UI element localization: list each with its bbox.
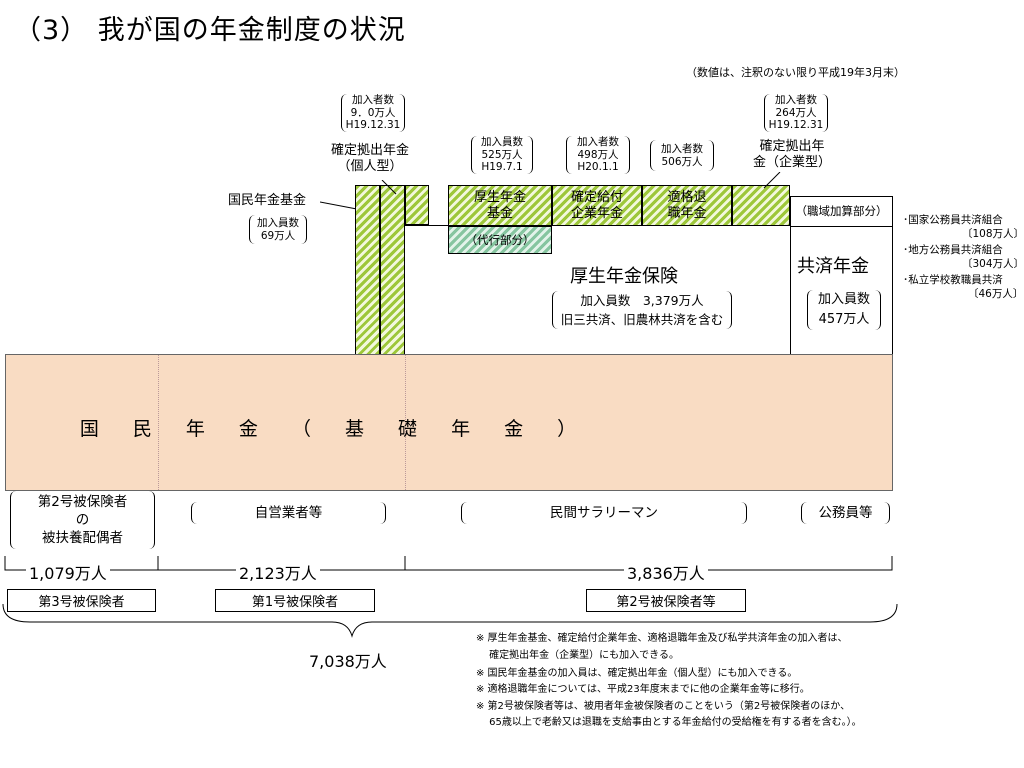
kakutei-kyufu-label: 確定給付企業年金 bbox=[570, 189, 623, 221]
data-date-note: （数値は、注釈のない限り平成19年3月末） bbox=[686, 66, 905, 79]
category-dai2: 第2号被保険者等 bbox=[586, 589, 746, 612]
kosei-hoken-label: 厚生年金保険 bbox=[570, 266, 678, 287]
tekikaku-box bbox=[642, 185, 732, 226]
total-brace bbox=[2, 603, 898, 638]
kosei-kikin-label: 厚生年金基金 bbox=[473, 189, 526, 221]
category-dai3: 第3号被保険者 bbox=[7, 589, 156, 612]
side-chiho-count: 〔304万人〕 bbox=[962, 258, 1024, 270]
footnote-4b: 65歳以上で老齢又は退職を支給事由とする年金給付の受給権を有する者を含む。）。 bbox=[476, 717, 862, 728]
kosei-hoken-edge bbox=[404, 225, 450, 226]
kokumin-divider-2 bbox=[405, 355, 407, 490]
daiko-box bbox=[448, 226, 552, 254]
kakutei-kigyo-box bbox=[732, 185, 790, 226]
kyosai-divider bbox=[790, 226, 893, 227]
category-dai1: 第1号被保険者 bbox=[215, 589, 375, 612]
count-brackets bbox=[4, 556, 893, 571]
daiko-label: （代行部分） bbox=[465, 233, 535, 247]
footnote-3: ※ 適格退職年金については、平成23年度末までに他の企業年金等に移行。 bbox=[476, 684, 810, 695]
kokumin-kikin-column bbox=[355, 185, 380, 355]
group-dai3-desc: 第2号被保険者の被扶養配偶者 bbox=[10, 491, 155, 549]
count-dai2: 3,836万人 bbox=[624, 560, 708, 584]
count-total: 7,038万人 bbox=[306, 648, 390, 672]
kokumin-divider-1 bbox=[158, 355, 160, 490]
count-dai3: 1,079万人 bbox=[26, 560, 110, 584]
group-salary: 民間サラリーマン bbox=[461, 502, 747, 524]
kakutei-kojin-pointer bbox=[381, 180, 397, 195]
kyosai-label: 共済年金 bbox=[797, 256, 869, 277]
kosei-hoken-members: 加入員数 3,379万人旧三共済、旧農林共済を含む bbox=[552, 291, 732, 329]
side-chiho: ･地方公務員共済組合 bbox=[903, 244, 1003, 256]
tekikaku-label: 適格退職年金 bbox=[667, 189, 707, 221]
kosei-kikin-box bbox=[448, 185, 552, 226]
group-komuin: 公務員等 bbox=[801, 502, 890, 524]
count-dai1: 2,123万人 bbox=[236, 560, 320, 584]
footnote-2: ※ 国民年金基金の加入員は、確定拠出年金（個人型）にも加入できる。 bbox=[476, 668, 798, 679]
side-kokka: ･国家公務員共済組合 bbox=[903, 214, 1003, 226]
page-title: （3） 我が国の年金制度の状況 bbox=[14, 15, 406, 46]
kokumin-kikin-label: 国民年金基金 bbox=[228, 193, 307, 208]
footnote-1: ※ 厚生年金基金、確定給付企業年金、適格退職年金及び私学共済年金の加入者は、 bbox=[476, 633, 848, 644]
kakutei-kigyo-pointer bbox=[763, 172, 781, 189]
footnote-1b: 確定拠出年金（企業型）にも加入できる。 bbox=[476, 650, 679, 661]
kyosai-shokuiki: （職域加算部分） bbox=[795, 204, 888, 218]
kakutei-kigyo-label: 確定拠出年金（企業型） bbox=[752, 139, 831, 170]
kakutei-kojin-label: 確定拠出年金（個人型） bbox=[330, 143, 409, 174]
kokumin-nenkin-label: 国 民 年 金 （ 基 礎 年 金 ） bbox=[79, 418, 591, 440]
kakutei-kyufu-box bbox=[552, 185, 642, 226]
side-kokka-count: 〔108万人〕 bbox=[962, 228, 1024, 240]
side-shigaku-count: 〔46万人〕 bbox=[968, 288, 1024, 300]
side-shigaku: ･私立学校教職員共済 bbox=[903, 274, 1003, 286]
kakutei-kojin-column bbox=[380, 185, 405, 355]
kakutei-kojin-top bbox=[405, 185, 429, 225]
group-jieigyo: 自営業者等 bbox=[191, 502, 386, 524]
kokumin-nenkin-box bbox=[5, 354, 893, 491]
footnote-4: ※ 第2号被保険者等は、被用者年金被保険者のことをいう（第2号被保険者のほか、 bbox=[476, 701, 851, 712]
